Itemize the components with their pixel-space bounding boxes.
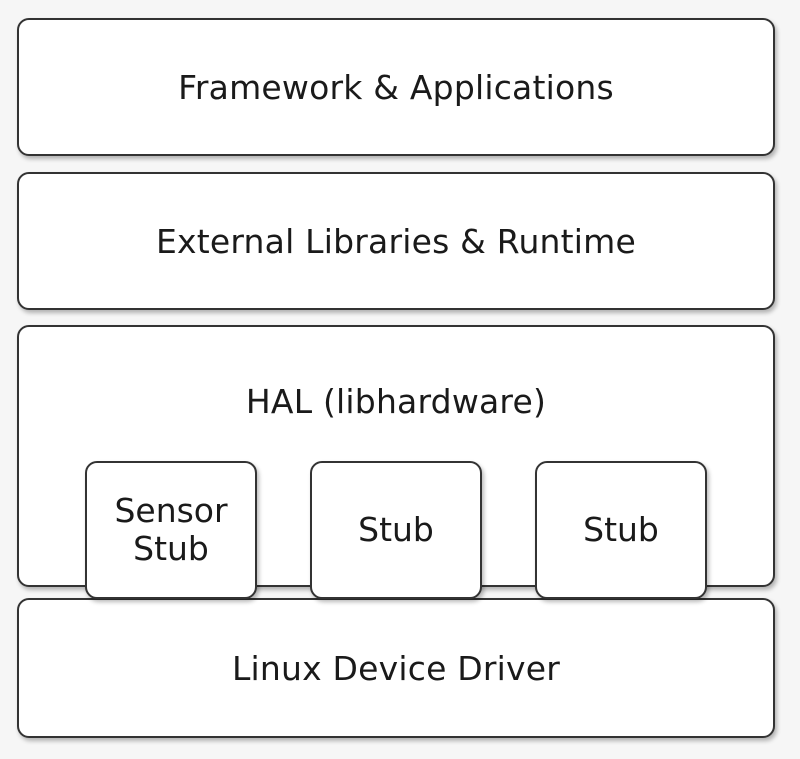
stub-box: Stub <box>535 461 707 599</box>
framework-applications-label: Framework & Applications <box>178 67 614 107</box>
framework-applications-layer: Framework & Applications <box>17 18 775 156</box>
hal-label: HAL (libhardware) <box>245 382 547 421</box>
stub-label: Stub <box>358 510 434 549</box>
external-libraries-runtime-label: External Libraries & Runtime <box>155 221 637 261</box>
sensor-stub-label: Sensor Stub <box>114 491 228 568</box>
stub-label: Stub <box>583 510 659 549</box>
sensor-stub-box: Sensor Stub <box>85 461 257 599</box>
linux-device-driver-layer: Linux Device Driver <box>17 598 775 738</box>
external-libraries-runtime-layer: External Libraries & Runtime <box>17 172 775 310</box>
stub-box: Stub <box>310 461 482 599</box>
linux-device-driver-label: Linux Device Driver <box>231 648 561 688</box>
